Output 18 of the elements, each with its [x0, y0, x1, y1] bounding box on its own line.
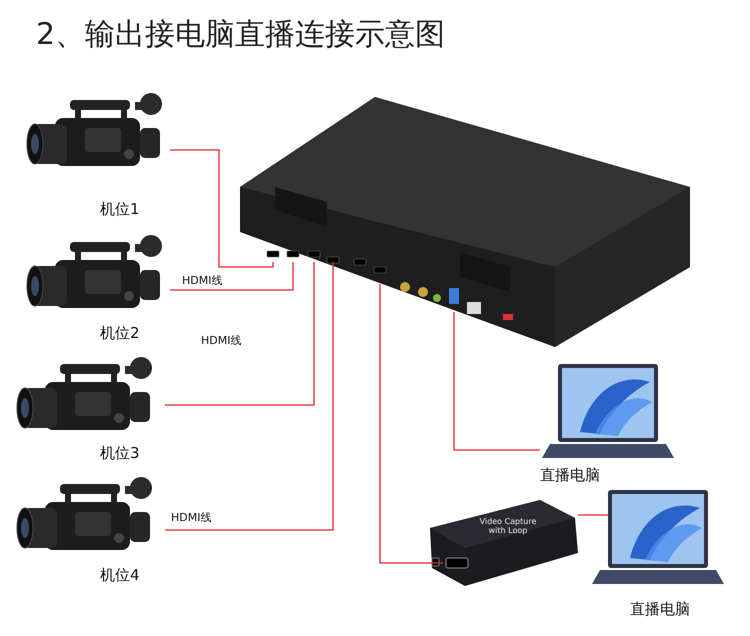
device-caption: 直播电脑: [630, 600, 690, 619]
cable-line: [170, 262, 294, 291]
device-print-text: Video Capture with Loop: [478, 518, 538, 536]
device-caption: 机位1: [100, 200, 140, 219]
cable-line: [578, 514, 608, 516]
device-caption: 机位2: [100, 324, 140, 343]
cable-line: [165, 262, 334, 531]
cable-line: [453, 312, 540, 451]
cable-line: [165, 262, 315, 406]
diagram-title: 2、输出接电脑直播连接示意图: [36, 16, 446, 54]
cable-label: HDMI线: [201, 333, 242, 348]
cable-label: HDMI线: [171, 510, 212, 525]
device-caption: 直播电脑: [540, 466, 600, 485]
cable-line: [170, 149, 274, 268]
device-caption: 机位3: [100, 444, 140, 463]
cable-line: [379, 284, 443, 564]
device-caption: 机位4: [100, 566, 140, 585]
cable-label: HDMI线: [182, 273, 222, 288]
